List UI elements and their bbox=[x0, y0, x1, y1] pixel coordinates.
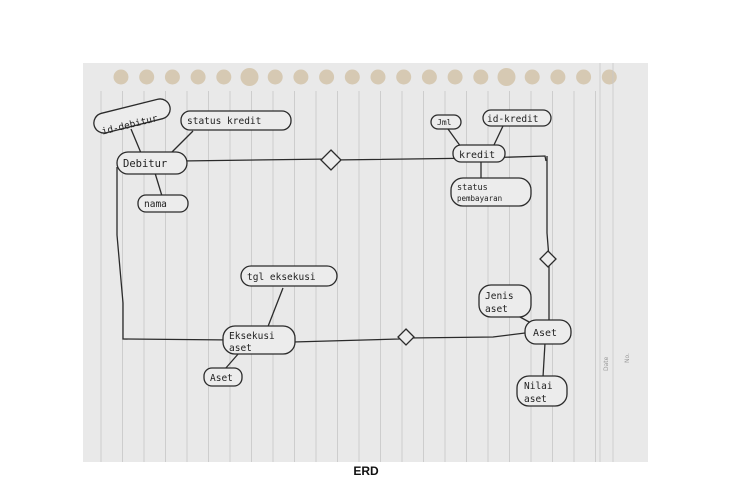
svg-text:id-kredit: id-kredit bbox=[487, 114, 538, 125]
binder-hole bbox=[344, 69, 360, 85]
relationship-diamond-kredit-aset bbox=[539, 250, 557, 268]
attribute-jenis-aset: Jenis aset bbox=[478, 284, 532, 318]
margin-no-label: No. bbox=[624, 353, 631, 363]
binder-holes bbox=[113, 68, 617, 86]
figure-caption: ERD bbox=[353, 464, 379, 478]
relationship-diamond-eksekusi-aset bbox=[397, 328, 415, 346]
svg-text:Jml: Jml bbox=[437, 118, 452, 127]
svg-text:Aset: Aset bbox=[210, 373, 233, 384]
binder-hole bbox=[293, 69, 309, 85]
binder-hole bbox=[421, 69, 437, 85]
svg-text:kredit: kredit bbox=[459, 150, 495, 161]
binder-hole bbox=[524, 69, 540, 85]
svg-text:pembayaran: pembayaran bbox=[457, 194, 502, 203]
binder-hole bbox=[216, 69, 232, 85]
binder-hole bbox=[473, 69, 489, 85]
binder-hole bbox=[576, 69, 592, 85]
attribute-nama: nama bbox=[137, 194, 189, 213]
svg-text:Aset: Aset bbox=[533, 328, 557, 339]
notebook-paper: No. Date id-debitur bbox=[83, 63, 648, 462]
ruling-lines bbox=[100, 91, 596, 462]
attribute-aset: Aset bbox=[203, 367, 243, 387]
binder-hole bbox=[240, 68, 259, 86]
attribute-tgl-eksekusi: tgl eksekusi bbox=[240, 265, 338, 287]
entity-eksekusi-aset: Eksekusi aset bbox=[222, 325, 296, 355]
svg-text:tgl eksekusi: tgl eksekusi bbox=[247, 272, 316, 283]
binder-hole bbox=[550, 69, 566, 85]
binder-hole bbox=[113, 69, 129, 85]
attribute-id-kredit: id-kredit bbox=[482, 109, 552, 127]
binder-hole bbox=[396, 69, 412, 85]
binder-hole bbox=[497, 68, 516, 86]
svg-text:status: status bbox=[457, 183, 488, 193]
binder-hole bbox=[319, 69, 335, 85]
relationship-diamond-debitur-kredit bbox=[320, 149, 342, 171]
svg-text:Debitur: Debitur bbox=[123, 158, 167, 170]
attribute-status-kredit: status kredit bbox=[180, 110, 292, 131]
svg-text:aset: aset bbox=[524, 394, 547, 405]
binder-hole bbox=[447, 69, 463, 85]
binder-hole bbox=[267, 69, 283, 85]
margin-date-label: Date bbox=[603, 356, 610, 371]
binder-hole bbox=[164, 69, 180, 85]
attribute-status-pembayaran: status pembayaran bbox=[450, 177, 532, 207]
attribute-nilai-aset: Nilai aset bbox=[516, 375, 568, 407]
binder-hole bbox=[139, 69, 155, 85]
attribute-connectors bbox=[130, 125, 546, 378]
svg-text:Eksekusi: Eksekusi bbox=[229, 331, 275, 342]
svg-text:status kredit: status kredit bbox=[187, 116, 261, 127]
svg-text:aset: aset bbox=[229, 343, 252, 354]
svg-text:nama: nama bbox=[144, 199, 167, 210]
binder-hole bbox=[190, 69, 206, 85]
entity-aset: Aset bbox=[524, 319, 572, 345]
attribute-jml: Jml bbox=[430, 114, 462, 130]
svg-text:aset: aset bbox=[485, 304, 508, 315]
binder-hole bbox=[601, 69, 617, 85]
entity-debitur: Debitur bbox=[116, 151, 188, 175]
svg-text:Nilai: Nilai bbox=[524, 381, 553, 392]
entity-kredit: kredit bbox=[452, 144, 506, 163]
binder-hole bbox=[370, 69, 386, 85]
svg-text:Jenis: Jenis bbox=[485, 291, 514, 302]
erd-sketch: No. Date id-debitur bbox=[93, 63, 631, 462]
